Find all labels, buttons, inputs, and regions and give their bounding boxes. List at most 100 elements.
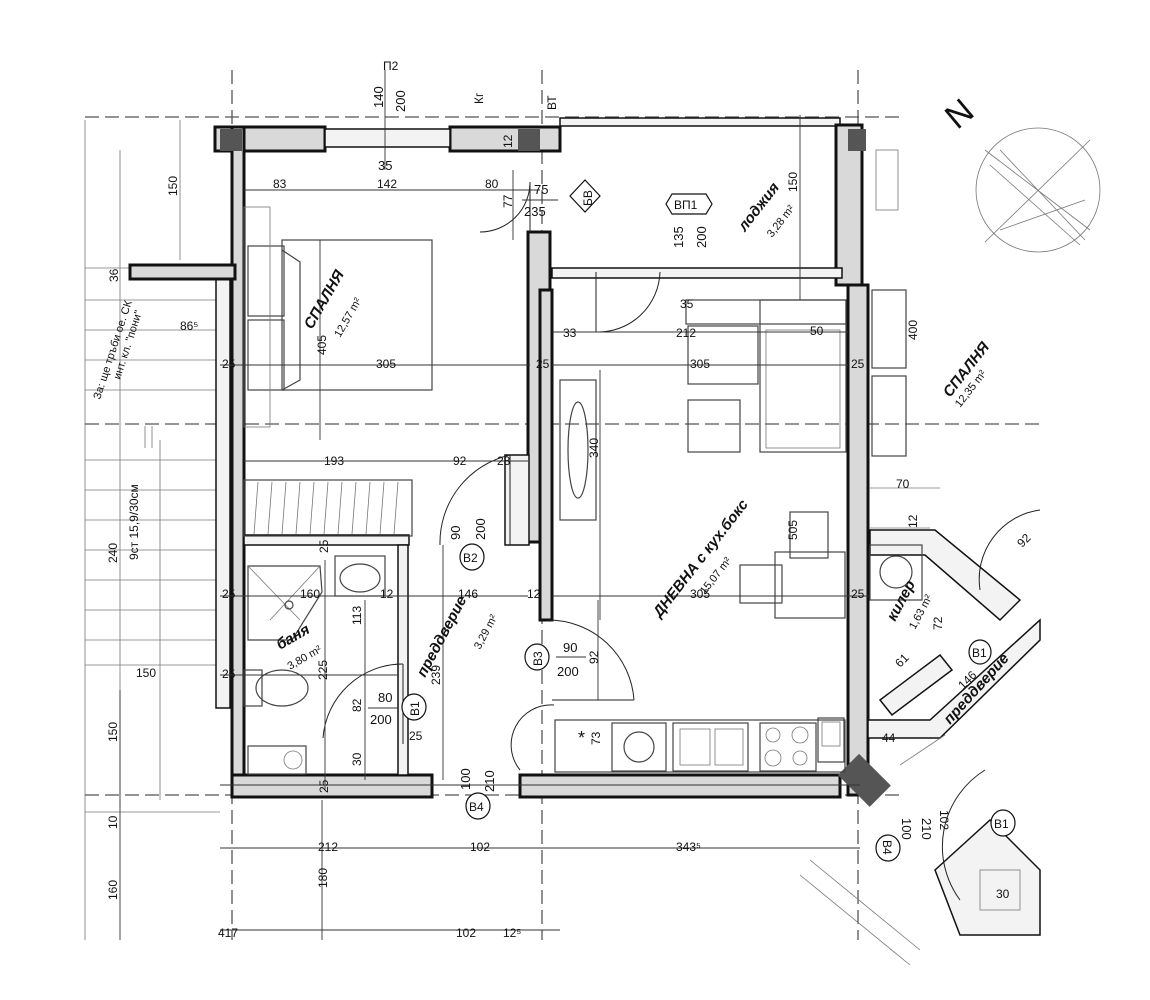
dim-305a: 305	[376, 357, 396, 371]
dim-180: 180	[316, 868, 330, 888]
dim-343: 343⁵	[676, 840, 701, 854]
dim-35b: 35	[680, 297, 694, 311]
dim-92c: 92	[1014, 531, 1034, 551]
north-label: N	[938, 92, 981, 137]
dim-150-loggia: 150	[786, 172, 800, 192]
door-b3-tag: В3	[531, 651, 545, 666]
dim-33: 33	[563, 326, 577, 340]
door-b4r-tag: В4	[880, 840, 894, 855]
door-b1r-tag: В1	[994, 817, 1009, 831]
dim-193: 193	[324, 454, 344, 468]
door-b4r-width: 100	[899, 818, 914, 840]
door-b4-height: 210	[482, 770, 497, 792]
stair-label: 9ст 15,9/30см	[127, 484, 141, 560]
dim-25d: 25	[222, 587, 236, 601]
dim-142: 142	[377, 177, 397, 191]
dim-102b: 102	[456, 926, 476, 940]
dim-25c: 25	[851, 357, 865, 371]
dim-77: 77	[501, 194, 515, 208]
dim-36: 36	[107, 268, 121, 282]
dim-150b: 150	[136, 666, 156, 680]
dim-50: 50	[810, 324, 824, 338]
dim-72: 72	[931, 616, 945, 630]
window-tags: П2 140 200 35 Кг ВТ 75 235 БВ ВП1 135 20…	[371, 59, 713, 248]
door-b1-width: 80	[378, 690, 392, 705]
door-b4-width: 100	[458, 768, 473, 790]
dim-160: 160	[300, 587, 320, 601]
door-b3-height: 200	[557, 664, 579, 679]
dim-12c: 12	[527, 587, 541, 601]
dimension-lines	[119, 70, 870, 940]
door-b2-width: 90	[448, 526, 463, 540]
door-b4r-height: 210	[919, 818, 934, 840]
dim-240: 240	[106, 543, 120, 563]
window-bv-height: 235	[524, 204, 546, 219]
door-b1r2-tag: В1	[972, 646, 987, 660]
bedroom-furniture	[243, 206, 433, 537]
dim-505: 505	[786, 520, 800, 540]
dim-405: 405	[315, 335, 329, 355]
dim-30b: 30	[996, 887, 1010, 901]
window-kg: Кг	[472, 92, 486, 104]
svg-text:*: *	[578, 728, 585, 748]
door-b2-tag: В2	[463, 551, 478, 565]
dim-305b: 305	[690, 357, 710, 371]
window-p2-height: 200	[393, 90, 408, 112]
room-living-name: ДНЕВНА с кух.бокс	[649, 496, 753, 622]
dim-225: 225	[316, 660, 330, 680]
dim-83: 83	[273, 177, 287, 191]
dim-150-left: 150	[166, 176, 180, 196]
dim-73: 73	[589, 731, 603, 745]
window-p2-width: 140	[371, 86, 386, 108]
dim-25a: 25	[222, 357, 236, 371]
dim-92a: 92	[453, 454, 467, 468]
dim-12a: 12	[501, 134, 515, 148]
staircase	[85, 120, 231, 808]
window-bv-tag: БВ	[581, 190, 595, 206]
dim-160b: 160	[106, 880, 120, 900]
door-b3-width: 90	[563, 640, 577, 655]
bathroom-fixtures	[243, 555, 386, 775]
dim-400: 400	[906, 320, 920, 340]
dim-417: 417	[218, 926, 238, 940]
dim-28: 28	[497, 454, 511, 468]
dim-102c: 102	[937, 810, 951, 830]
dim-25f: 25	[222, 667, 236, 681]
room-loggia-area: 3,28 m²	[765, 203, 798, 240]
door-b2-height: 200	[473, 518, 488, 540]
window-vp1-tag: ВП1	[674, 198, 698, 212]
dim-12b: 12	[380, 587, 394, 601]
dim-30: 30	[350, 752, 364, 766]
dim-25b: 25	[536, 357, 550, 371]
dim-102a: 102	[470, 840, 490, 854]
dim-61: 61	[892, 651, 912, 671]
dimension-labels: 83 142 80 12 77 150 150 33 212 50 35 305…	[106, 134, 1034, 940]
dim-113: 113	[350, 606, 364, 625]
neighbour-unit	[799, 149, 1041, 966]
dim-25g: 25	[317, 539, 331, 553]
window-vp1-width: 135	[671, 226, 686, 248]
window-vt: ВТ	[545, 95, 559, 110]
room-labels: СПАЛНЯ 12,57 m² ДНЕВНА с кух.бокс 15,07 …	[274, 179, 1013, 727]
living-furniture: *	[554, 299, 847, 773]
dim-212a: 212	[676, 326, 696, 340]
room-bathroom-name: баня	[274, 621, 313, 654]
dim-80: 80	[485, 177, 499, 191]
dim-305c: 305	[690, 587, 710, 601]
dim-25h: 25	[409, 729, 423, 743]
dim-212b: 212	[318, 840, 338, 854]
door-b1-height: 200	[370, 712, 392, 727]
dim-12-5: 12⁵	[503, 926, 521, 940]
window-35: 35	[378, 158, 392, 173]
dim-70: 70	[896, 477, 910, 491]
window-p2-tag: П2	[383, 59, 399, 73]
dim-82: 82	[350, 698, 364, 712]
window-vp1-height: 200	[694, 226, 709, 248]
door-b4-tag: В4	[469, 800, 484, 814]
room-hall-area: 3,29 m²	[472, 613, 500, 652]
room-bedroom-area: 12,57 m²	[332, 296, 364, 340]
stair-level: 86⁵	[180, 319, 198, 333]
dim-340: 340	[587, 438, 601, 458]
dim-25e: 25	[851, 587, 865, 601]
